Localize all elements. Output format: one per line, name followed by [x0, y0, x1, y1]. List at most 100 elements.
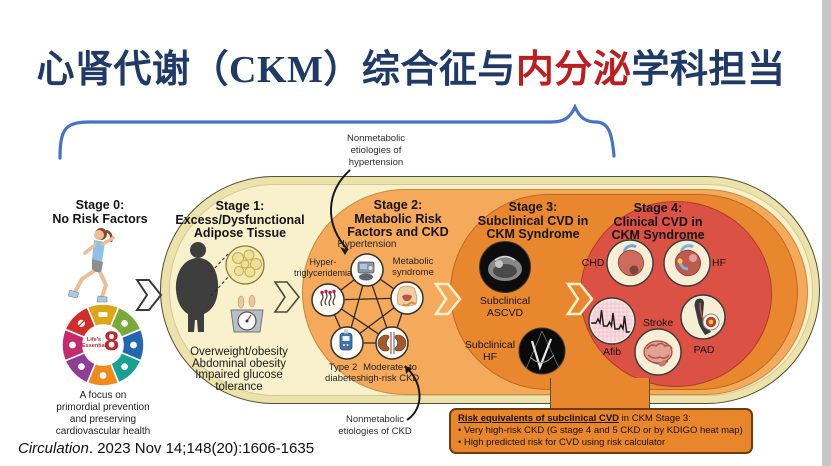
ckd-line1: Moderate- to [363, 362, 417, 373]
hyper-line1: Hyper- [309, 257, 337, 267]
stage1-item3: Impaired glucose [195, 369, 283, 381]
stage4-icons [588, 239, 726, 376]
stage0-caption: A focus on primordial prevention and pre… [33, 390, 173, 438]
stage1-title-line3: Adipose Tissue [193, 226, 287, 240]
stage1-icons [175, 242, 265, 333]
note-nonmetabolic-ckd: Nonmetabolic etiologies of CKD [325, 414, 425, 438]
hf-heart-icon [674, 244, 701, 277]
ct-scan-icon [479, 241, 531, 293]
stage1-item1: Overweight/obesity [190, 346, 288, 358]
scale-icon [230, 294, 264, 333]
ascvd-line1: Subclinical [479, 295, 531, 307]
wheel-number-8: 8 [104, 326, 120, 356]
ckd-line2: high-risk CKD [360, 372, 420, 384]
t2d-line1: Type 2 [328, 362, 358, 373]
citation-rest: . 2023 Nov 14;148(20):1606-1635 [88, 440, 315, 457]
wheel-label-line1: Life's [86, 337, 102, 343]
chevron-arrow-stage0-icon [135, 279, 163, 311]
note-top-line2: etiologies of [350, 145, 402, 156]
caption-line4: cardiovascular health [55, 426, 151, 437]
curved-arrow-ckd-icon [404, 365, 421, 421]
stage1-item2: Abdominal obesity [192, 357, 286, 370]
stage2-title: Stage 2: Metabolic Risk Factors and CKD [333, 198, 463, 240]
risk-box-title: Risk equivalents of subclinical CVD in C… [458, 413, 744, 425]
stroke-brain-icon [643, 340, 673, 367]
stage3-title: Stage 3: Subclinical CVD in CKM Syndrome [463, 200, 603, 242]
stage1-title-line1: Stage 1: [215, 199, 265, 213]
title-navy-2: 学科担当 [631, 49, 786, 91]
subhf-line1: Subclinical [464, 339, 516, 351]
wheel-label-line2: Essential [82, 343, 107, 349]
stage4-title-line3: CKM Syndrome [611, 228, 705, 242]
curved-arrow-hypertension-icon [330, 169, 351, 255]
met-line1: Metabolic [392, 256, 434, 267]
risk-equivalents-box: Risk equivalents of subclinical CVD in C… [449, 408, 753, 454]
stage0-title: Stage 0: No Risk Factors [25, 198, 175, 226]
risk-box-title-rest: in CKM Stage 3: [619, 413, 691, 424]
stage4-title-line2: Clinical CVD in [613, 214, 703, 229]
glucometer-icon [339, 329, 353, 351]
screen-edge-strip [822, 0, 831, 466]
lifes-essential-8-wheel-icon [61, 303, 145, 387]
stage4-title-line1: Stage 4: [633, 201, 683, 215]
metabolic-syndrome-icon [396, 285, 418, 307]
stage1-item4: tolerance [215, 380, 263, 393]
caption-line3: and preserving [69, 414, 137, 425]
stage1-title: Stage 1: Excess/Dysfunctional Adipose Ti… [165, 199, 315, 241]
stage2-label-ckd: Moderate- to high-risk CKD [354, 362, 426, 384]
stage2-title-line2: Metabolic Risk [354, 211, 442, 226]
chevron-arrow-stage3-icon [565, 282, 594, 316]
stage0-title-line2: No Risk Factors [52, 211, 148, 226]
title-navy-1: 心肾代谢（CKM）综合征与 [36, 49, 516, 91]
chevron-arrow-stage2-icon [433, 282, 462, 316]
stage3-label-ascvd: Subclinical ASCVD [470, 295, 540, 319]
stage3-label-hf: Subclinical HF [455, 339, 525, 363]
note-top-line1: Nonmetabolic [346, 133, 406, 144]
runner-icon [68, 228, 115, 303]
citation: Circulation. 2023 Nov 14;148(20):1606-16… [18, 440, 314, 457]
chevron-arrow-stage1-icon [273, 281, 301, 313]
risk-box-bullet-2: • High predicted risk for CVD using risk… [458, 437, 666, 448]
stage2-title-line1: Stage 2: [373, 198, 423, 212]
stage2-label-hypertension: Hypertension [337, 239, 397, 250]
risk-box-bullet-1: • Very high-risk CKD (G stage 4 and 5 CK… [458, 425, 743, 436]
stage4-label-stroke: Stroke [642, 317, 674, 329]
note-nonmetabolic-hypertension: Nonmetabolic etiologies of hypertension [326, 133, 426, 169]
subhf-line2: HF [483, 351, 497, 363]
stage2-label-metabolic-syndrome: Metabolic syndrome [382, 256, 444, 278]
page-title: 心肾代谢（CKM）综合征与内分泌学科担当 [0, 38, 822, 93]
stage0-title-line1: Stage 0: [75, 198, 125, 212]
risk-box-title-bold: Risk equivalents of subclinical CVD [458, 413, 620, 424]
blood-pressure-icon [357, 261, 375, 281]
triglycerides-icon [320, 292, 336, 307]
wheel-center-label: Life's Essential [82, 337, 106, 349]
note-bottom-line1: Nonmetabolic [345, 414, 405, 425]
stage3-title-line1: Stage 3: [508, 200, 558, 214]
stage3-title-line3: CKM Syndrome [486, 227, 580, 241]
chd-heart-icon [617, 244, 644, 277]
note-bottom-line2: etiologies of CKD [338, 426, 412, 437]
t2d-line2: diabetes [325, 372, 361, 384]
stage4-label-hf: HF [712, 257, 726, 269]
note-top-line3: hypertension [348, 157, 404, 168]
stage2-label-hypertriglyceridemia: Hyper- triglyceridemia [290, 257, 356, 278]
obese-person-icon [175, 258, 219, 332]
stage2-title-line3: Factors and CKD [347, 225, 449, 239]
title-red-highlight: 内分泌 [515, 49, 632, 91]
risk-box-connector [550, 378, 650, 410]
brace-icon [58, 104, 616, 160]
ascvd-line2: ASCVD [486, 307, 524, 319]
stage3-title-line2: Subclinical CVD in [477, 213, 589, 228]
stage2-label-type2-diabetes: Type 2 diabetes [319, 362, 367, 384]
stage1-title-line2: Excess/Dysfunctional [175, 212, 305, 227]
hyper-line2: triglyceridemia [293, 267, 353, 278]
stage4-title: Stage 4: Clinical CVD in CKM Syndrome [593, 201, 723, 243]
pad-leg-icon [694, 298, 720, 335]
stage4-label-pad: PAD [693, 344, 715, 356]
afib-ecg-icon [591, 300, 633, 342]
kidneys-icon [377, 332, 407, 354]
stage4-label-chd: CHD [581, 257, 605, 269]
stage4-label-afib: Afib [602, 346, 622, 358]
caption-line1: A focus on [79, 390, 127, 401]
